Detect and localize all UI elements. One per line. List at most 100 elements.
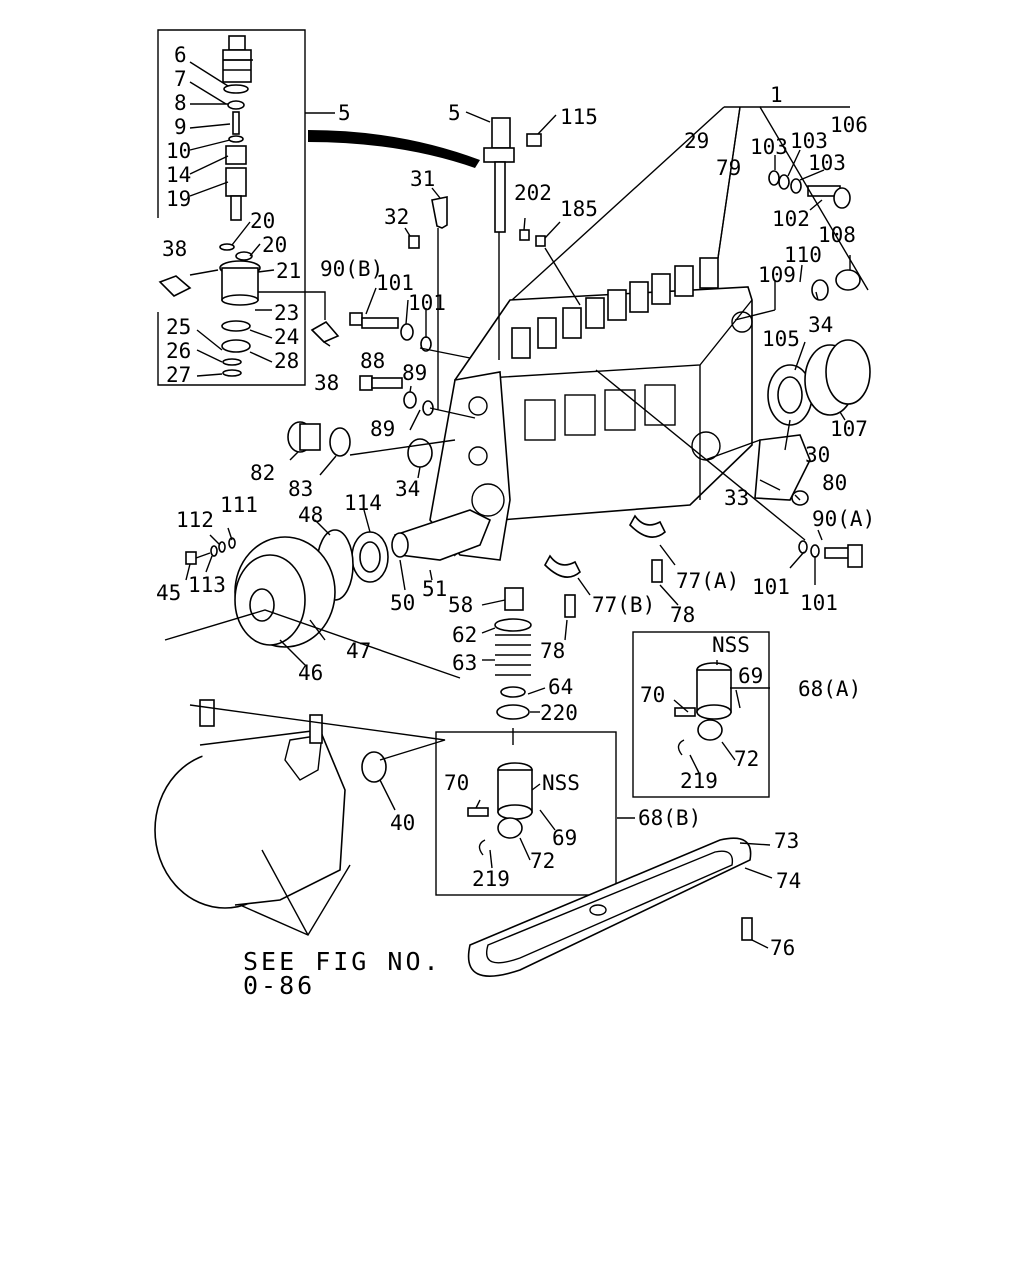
label-47: 47 xyxy=(346,639,371,663)
label-90-a: 90(A) xyxy=(812,507,875,531)
clamp-38-part xyxy=(158,275,340,343)
label-102: 102 xyxy=(772,207,810,231)
label-38-b: 38 xyxy=(314,371,339,395)
label-111: 111 xyxy=(220,493,258,517)
label-10: 10 xyxy=(166,139,191,163)
label-6: 6 xyxy=(174,43,187,67)
seals-82-83-part xyxy=(287,421,433,468)
label-20-b: 20 xyxy=(262,233,287,257)
bottom-cover-73-74-part xyxy=(467,837,753,977)
bearing-housing-46-part xyxy=(234,536,336,648)
label-202: 202 xyxy=(514,181,552,205)
label-1: 1 xyxy=(770,83,783,107)
label-64: 64 xyxy=(548,675,573,699)
label-78-b: 78 xyxy=(540,639,565,663)
label-70-a: 70 xyxy=(640,683,665,707)
label-45: 45 xyxy=(156,581,181,605)
label-106: 106 xyxy=(830,113,868,137)
label-108: 108 xyxy=(818,223,856,247)
label-9: 9 xyxy=(174,115,187,139)
bearing-114-part xyxy=(351,531,389,583)
bolt-90a-part xyxy=(798,540,863,568)
bearing-cover-105-107-part xyxy=(767,339,871,426)
label-5-top: 5 xyxy=(448,101,461,125)
label-27: 27 xyxy=(166,363,191,387)
label-78-a: 78 xyxy=(670,603,695,627)
label-21: 21 xyxy=(276,259,301,283)
label-63: 63 xyxy=(452,651,477,675)
holder-row xyxy=(511,257,719,359)
see-fig-note-line1: SEE FIG NO. xyxy=(243,947,442,976)
bracket-31-part xyxy=(408,133,546,249)
label-113: 113 xyxy=(188,573,226,597)
label-83: 83 xyxy=(288,477,313,501)
governor-housing-part xyxy=(154,699,387,909)
sleeve-68b-parts xyxy=(467,762,533,856)
label-14: 14 xyxy=(166,163,191,187)
label-30: 30 xyxy=(805,443,830,467)
camshaft-part xyxy=(391,509,492,561)
label-80: 80 xyxy=(822,471,847,495)
label-40: 40 xyxy=(390,811,415,835)
label-110: 110 xyxy=(784,243,822,267)
bolt-90b-part xyxy=(349,312,432,352)
plunger-sleeve-68a-frame xyxy=(632,631,770,798)
leader-lines xyxy=(164,59,869,949)
label-8: 8 xyxy=(174,91,187,115)
label-107: 107 xyxy=(830,417,868,441)
label-89-a: 89 xyxy=(402,361,427,385)
label-20-a: 20 xyxy=(250,209,275,233)
label-29: 29 xyxy=(684,129,709,153)
label-89-b: 89 xyxy=(370,417,395,441)
delivery-valve-holder-part xyxy=(219,35,261,377)
label-31: 31 xyxy=(410,167,435,191)
label-28: 28 xyxy=(274,349,299,373)
label-50: 50 xyxy=(390,591,415,615)
label-33: 33 xyxy=(724,486,749,510)
label-101-b: 101 xyxy=(408,291,446,315)
delivery-valve-inset-frame xyxy=(157,29,306,386)
label-38-a: 38 xyxy=(162,237,187,261)
label-77-b: 77(B) xyxy=(592,593,655,617)
label-112: 112 xyxy=(176,508,214,532)
label-nss-a: NSS xyxy=(712,633,750,657)
label-23: 23 xyxy=(274,301,299,325)
see-fig-note-line2: 0-86 xyxy=(243,971,315,1000)
label-103-b: 103 xyxy=(790,129,828,153)
label-103-a: 103 xyxy=(750,135,788,159)
label-220: 220 xyxy=(540,701,578,725)
label-46: 46 xyxy=(298,661,323,685)
label-34-a: 34 xyxy=(395,477,420,501)
bolt-102-part xyxy=(768,170,851,209)
label-72-a: 72 xyxy=(734,747,759,771)
label-79: 79 xyxy=(716,156,741,180)
label-69-b: 69 xyxy=(552,826,577,850)
label-58: 58 xyxy=(448,593,473,617)
injection-pump-body xyxy=(429,117,753,561)
label-77-a: 77(A) xyxy=(676,569,739,593)
bolt-45-part xyxy=(185,537,236,565)
label-69-a: 69 xyxy=(738,664,763,688)
see-fig-note: SEE FIG NO. 0-86 xyxy=(243,947,442,1000)
label-114: 114 xyxy=(344,491,382,515)
plunger-sleeve-68b-frame xyxy=(435,731,617,896)
label-24: 24 xyxy=(274,325,299,349)
label-26: 26 xyxy=(166,339,191,363)
label-nss-b: NSS xyxy=(542,771,580,795)
label-48: 48 xyxy=(298,503,323,527)
label-68-b: 68(B) xyxy=(638,806,701,830)
flange-33-part xyxy=(754,434,811,506)
bolt-88-part xyxy=(359,375,434,416)
label-19: 19 xyxy=(166,187,191,211)
label-101-a: 101 xyxy=(376,271,414,295)
label-109: 109 xyxy=(758,263,796,287)
label-115: 115 xyxy=(560,105,598,129)
label-219-b: 219 xyxy=(472,867,510,891)
label-82: 82 xyxy=(250,461,275,485)
label-103-c: 103 xyxy=(808,151,846,175)
part-labels: 1 5 5 6 7 8 9 10 14 19 20 20 21 23 24 25… xyxy=(156,43,875,960)
label-90-b: 90(B) xyxy=(320,257,383,281)
plug-108-part xyxy=(811,269,861,301)
label-101-c: 101 xyxy=(752,575,790,599)
label-32: 32 xyxy=(384,205,409,229)
